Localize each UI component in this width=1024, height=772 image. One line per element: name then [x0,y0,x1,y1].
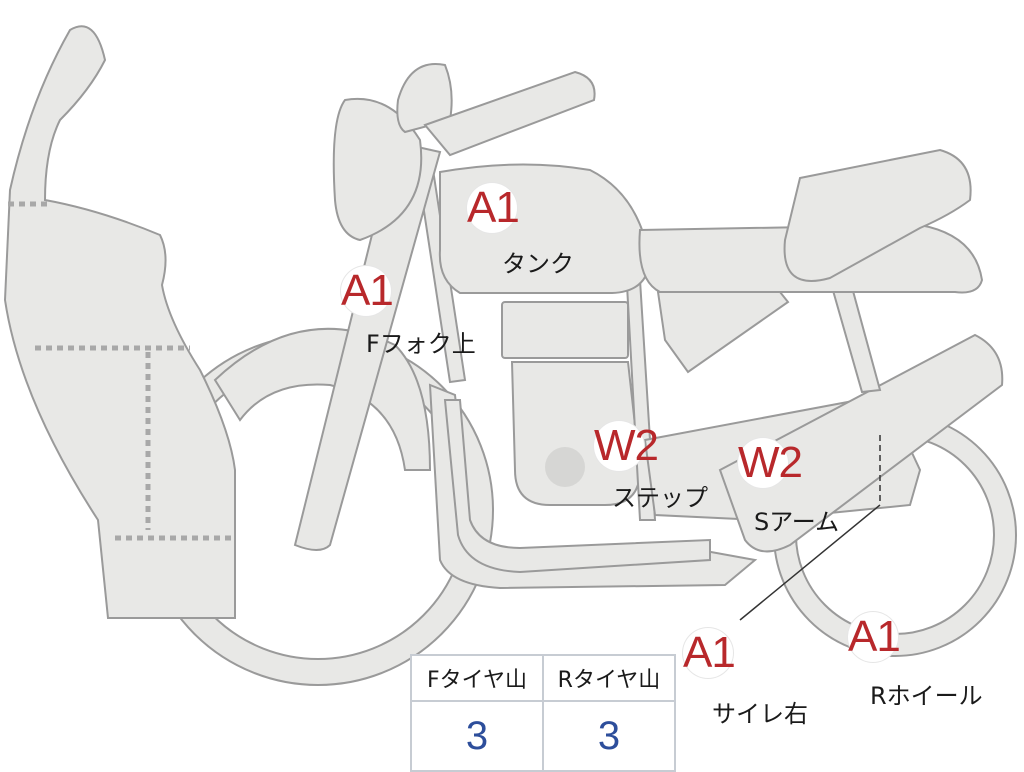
sarm-badge: W2 [738,438,803,488]
side-panel [656,291,790,374]
muffler [718,333,1004,553]
front-fork [293,140,442,551]
rear-tire-header: Rタイヤ山 [542,654,676,702]
step-label: ステップ [612,484,708,512]
rider-outline [3,25,236,619]
engine-head [501,301,629,359]
tank-badge: A1 [467,183,520,233]
ffork-badge: A1 [341,266,394,316]
rwheel-badge: A1 [848,612,901,662]
handlebar [423,70,596,157]
sarm-label: Sアーム [754,508,840,536]
exhaust-upper [443,399,711,574]
muffler-badge: A1 [683,628,736,678]
rwheel-label: Rホイール [870,682,983,710]
step-badge: W2 [594,421,659,471]
ffork-label: Fフォク上 [366,330,476,358]
meter [396,63,453,134]
rear-tire-value: 3 [542,700,676,772]
front-tire-value: 3 [410,700,544,772]
engine-cover [545,447,585,487]
tire-tread-table: Fタイヤ山 Rタイヤ山 3 3 [410,654,676,772]
tail-cowl [783,148,972,282]
tank-label: タンク [502,250,574,278]
front-tire-header: Fタイヤ山 [410,654,544,702]
muffler-label: サイレ右 [712,700,808,728]
